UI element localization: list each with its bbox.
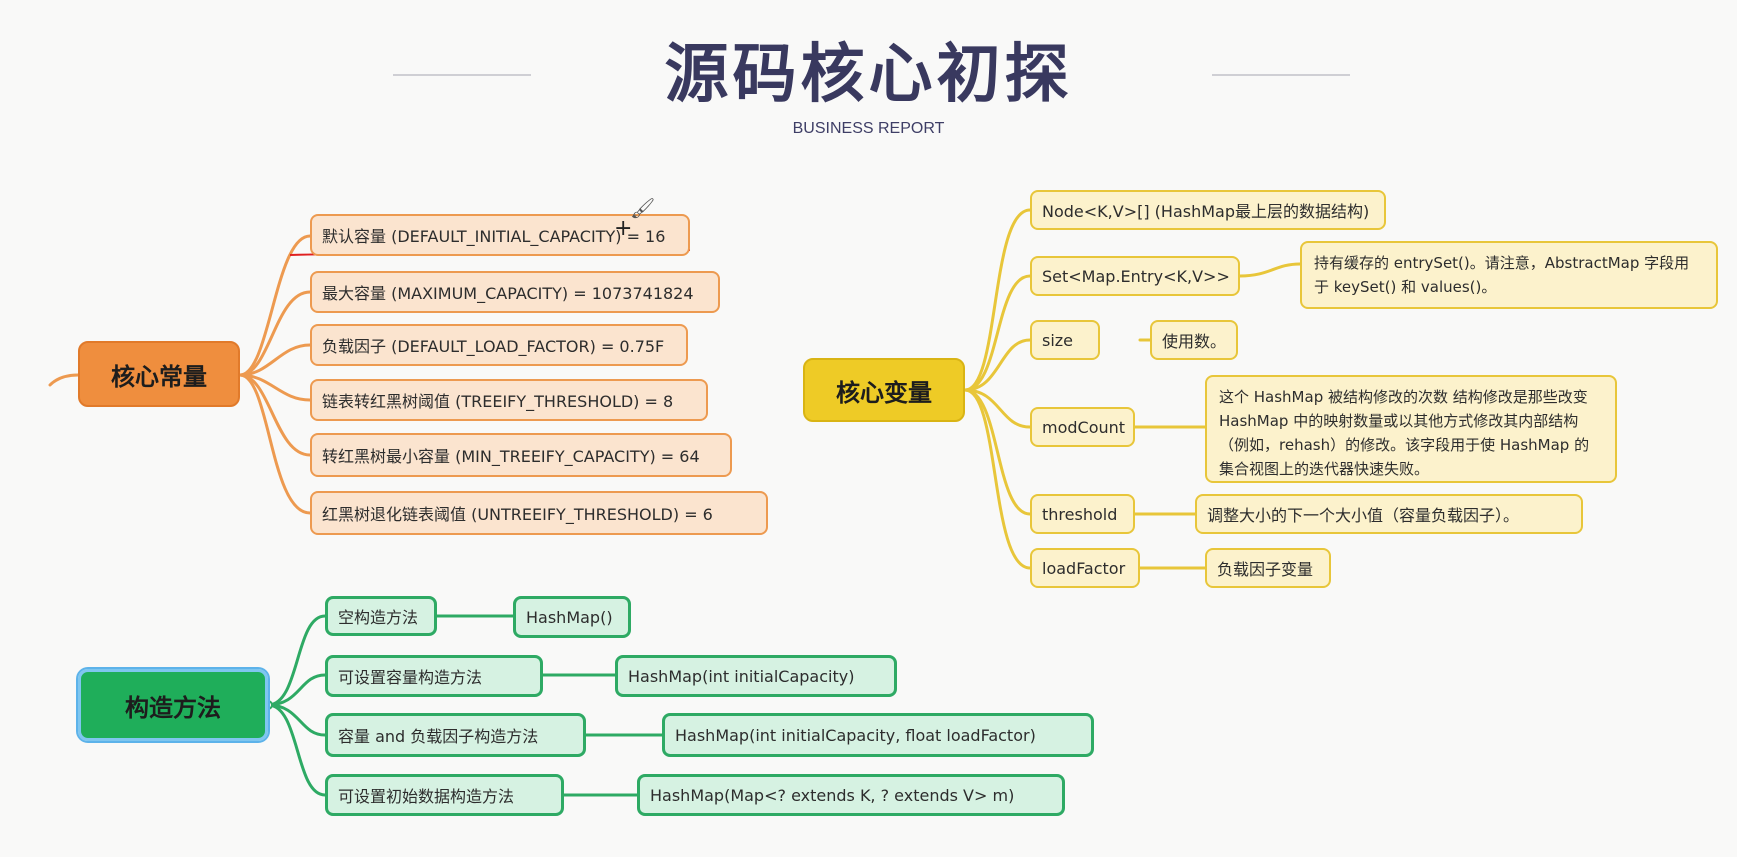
constant-treeify-threshold[interactable]: 链表转红黑树阈值 (TREEIFY_THRESHOLD) = 8 — [310, 379, 708, 421]
hub-constructors[interactable]: 构造方法 — [76, 667, 270, 743]
desc-size: 使用数。 — [1150, 320, 1238, 360]
crosshair-cursor-icon: + — [614, 216, 633, 241]
page-title: 源码核心初探 — [664, 38, 1073, 112]
constructor-capacity-load-factor-signature[interactable]: HashMap(int initialCapacity, float loadF… — [662, 713, 1094, 757]
constructor-initial-data[interactable]: 可设置初始数据构造方法 — [325, 774, 564, 816]
desc-mod-count: 这个 HashMap 被结构修改的次数 结构修改是那些改变 HashMap 中的… — [1205, 375, 1617, 483]
variable-threshold[interactable]: threshold — [1030, 494, 1135, 534]
constant-default-capacity[interactable]: 默认容量 (DEFAULT_INITIAL_CAPACITY) = 16 — [310, 214, 690, 256]
variable-node-table[interactable]: Node<K,V>[] (HashMap最上层的数据结构) — [1030, 190, 1386, 230]
constructor-capacity-signature[interactable]: HashMap(int initialCapacity) — [615, 655, 897, 697]
constant-min-treeify-capacity[interactable]: 转红黑树最小容量 (MIN_TREEIFY_CAPACITY) = 64 — [310, 433, 732, 477]
variable-mod-count[interactable]: modCount — [1030, 407, 1135, 447]
constant-untreeify-threshold[interactable]: 红黑树退化链表阈值 (UNTREEIFY_THRESHOLD) = 6 — [310, 491, 768, 535]
variable-entry-set[interactable]: Set<Map.Entry<K,V>> — [1030, 256, 1240, 296]
constructor-capacity-load-factor[interactable]: 容量 and 负载因子构造方法 — [325, 713, 586, 757]
desc-entry-set: 持有缓存的 entrySet()。请注意，AbstractMap 字段用于 ke… — [1300, 241, 1718, 309]
constant-load-factor[interactable]: 负载因子 (DEFAULT_LOAD_FACTOR) = 0.75F — [310, 324, 688, 366]
constants-connectors — [48, 234, 312, 515]
header-rule-right — [1212, 74, 1350, 76]
variable-size[interactable]: size — [1030, 320, 1100, 360]
constructor-initial-data-signature[interactable]: HashMap(Map<? extends K, ? extends V> m) — [637, 774, 1065, 816]
constructors-connectors — [266, 614, 664, 797]
hub-core-variables[interactable]: 核心变量 — [803, 358, 965, 422]
constructor-empty[interactable]: 空构造方法 — [325, 596, 437, 636]
constructor-empty-signature[interactable]: HashMap() — [513, 596, 631, 638]
brush-icon: 🖌 — [630, 196, 656, 220]
constant-maximum-capacity[interactable]: 最大容量 (MAXIMUM_CAPACITY) = 1073741824 — [310, 271, 720, 313]
constructor-capacity[interactable]: 可设置容量构造方法 — [325, 655, 543, 697]
header-rule-left — [393, 74, 531, 76]
variable-load-factor[interactable]: loadFactor — [1030, 548, 1140, 588]
desc-threshold: 调整大小的下一个大小值（容量负载因子）。 — [1195, 494, 1583, 534]
desc-load-factor: 负载因子变量 — [1205, 548, 1331, 588]
hub-core-constants[interactable]: 核心常量 — [78, 341, 240, 407]
page-subtitle: BUSINESS REPORT — [792, 120, 945, 137]
variables-connectors — [963, 208, 1302, 570]
